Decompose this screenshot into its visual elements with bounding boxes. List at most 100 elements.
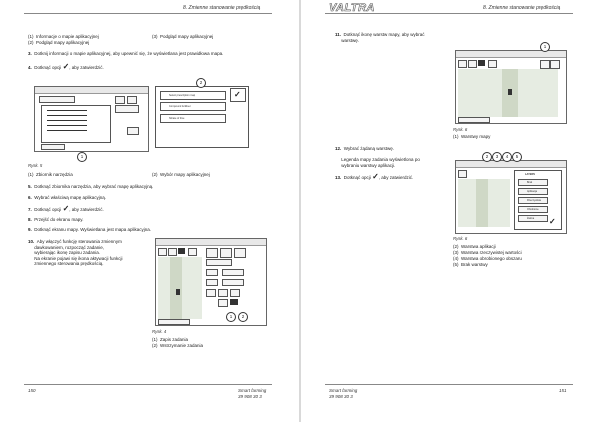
layer-option[interactable]: Obrobione xyxy=(518,206,548,213)
layer-label: Obrobione xyxy=(527,208,539,211)
footer-title: Smart farming xyxy=(329,388,358,393)
counter-button[interactable] xyxy=(468,60,477,68)
step-4: 4. Dotknąć opcji ✓, aby zatwierdzić. xyxy=(28,62,104,71)
confirm-button[interactable]: ✓ xyxy=(230,88,246,102)
sum-button[interactable] xyxy=(158,248,167,256)
footer-code: 39 908 30 3 xyxy=(329,394,353,399)
tool-button[interactable] xyxy=(206,289,216,297)
legend-item: (2) Wstrzymanie zadania xyxy=(152,343,204,348)
counter-button[interactable] xyxy=(168,248,177,256)
layers-panel: LAYERS Brak Aplikacja Rzeczywista Obrobi… xyxy=(514,170,562,230)
map-screen xyxy=(455,50,567,124)
legend-item: (2) Wybór mapy aplikacyjnej xyxy=(152,172,210,177)
figure-caption: Rysk. 4 xyxy=(152,329,167,334)
cancel-button[interactable] xyxy=(127,127,139,135)
layer-label: Rzeczywista xyxy=(527,199,541,202)
list-line xyxy=(47,110,87,111)
callout-5: 5 xyxy=(512,152,522,162)
legend-item: (1) Warstwy mapy xyxy=(453,134,491,139)
map-button[interactable] xyxy=(220,248,232,258)
rate-value[interactable] xyxy=(222,279,244,286)
checkmark-icon: ✓ xyxy=(234,90,241,99)
layers-button[interactable] xyxy=(540,60,550,69)
left-page: 8. Zmienne stanowanie prędkością (1) Inf… xyxy=(0,0,299,422)
step-10: 10. Aby włączyć funkcję sterowania zmien… xyxy=(28,239,123,267)
legend-item: (2) Warstwa aplikacji xyxy=(453,244,496,249)
header-rule xyxy=(24,13,272,14)
layer-label: Aplikacja xyxy=(527,190,538,193)
legend-item: (1) Zbiornik narzędzia xyxy=(28,172,73,177)
tractor-marker xyxy=(508,89,512,95)
step-6: 6. Wybrać właściwą mapę aplikacyjną. xyxy=(28,195,107,200)
gps-button[interactable] xyxy=(206,248,218,258)
checkmark-icon: ✓ xyxy=(62,204,70,213)
list-line xyxy=(47,130,87,131)
option-label: Compound fertiliser xyxy=(169,105,191,108)
record-task-button[interactable] xyxy=(218,299,228,307)
map-strip xyxy=(170,257,182,319)
step-12: 12. Wybrać żądaną warstwę. Legenda mapy … xyxy=(335,146,420,168)
layer-option[interactable]: Brak xyxy=(518,179,548,186)
play-button[interactable] xyxy=(178,248,185,254)
panel-title-row[interactable]: Select prescription map xyxy=(160,91,226,100)
map-button[interactable] xyxy=(115,96,125,104)
screen-titlebar xyxy=(35,87,148,94)
map-strip xyxy=(476,179,488,227)
layer-option[interactable]: Żadna xyxy=(518,215,548,222)
play-button[interactable] xyxy=(478,60,485,66)
footer-rule xyxy=(24,384,272,385)
tool-button[interactable] xyxy=(230,289,240,297)
footer-rule xyxy=(325,384,573,385)
map-list xyxy=(41,105,111,143)
map-button[interactable] xyxy=(115,105,139,113)
sum-button[interactable] xyxy=(458,60,467,68)
rate-button[interactable] xyxy=(206,279,218,286)
tractor-marker xyxy=(176,289,180,295)
legend-item: (1) Zapis zadania xyxy=(152,337,189,342)
task-name-field[interactable] xyxy=(158,319,190,325)
map-button[interactable] xyxy=(550,60,560,69)
list-line xyxy=(47,120,87,121)
task-name-field[interactable] xyxy=(458,117,490,123)
callout-2: 2 xyxy=(238,312,248,322)
callout-1: 1 xyxy=(226,312,236,322)
step-13: 13. Dotknąć opcji ✓, aby zatwierdzić. xyxy=(335,172,414,181)
screen-titlebar xyxy=(456,51,566,58)
layer-option[interactable]: Compound fertiliser xyxy=(160,102,226,111)
page-gutter xyxy=(299,0,301,422)
legend-item: (3) Warstwa rzeczywistej wartości xyxy=(453,250,522,255)
step-9: 9. Dotknąć ekranu mapy. Wyświetlana jest… xyxy=(28,227,151,232)
rate-field[interactable] xyxy=(206,259,232,266)
tank-selector[interactable] xyxy=(39,96,75,103)
step-3: 3. Dotknij informacji o mapie aplikacyjn… xyxy=(28,51,224,56)
layer-option[interactable]: Nitrate of lime xyxy=(160,114,226,123)
checkmark-icon: ✓ xyxy=(62,62,70,71)
layer-option[interactable]: Aplikacja xyxy=(518,188,548,195)
checkmark-icon: ✓ xyxy=(372,172,379,181)
rate-value[interactable] xyxy=(222,269,244,276)
list-line xyxy=(47,115,87,116)
rate-button[interactable] xyxy=(206,269,218,276)
tank-field[interactable] xyxy=(41,144,65,150)
map-screen xyxy=(155,238,267,326)
settings-button[interactable] xyxy=(234,248,246,258)
tool-button[interactable] xyxy=(218,289,228,297)
control-button[interactable] xyxy=(488,60,497,68)
legend-item: (4) Warstwa obrobionego obszaru xyxy=(453,256,522,261)
pause-task-button[interactable] xyxy=(230,299,238,305)
right-page: VALTRA 8. Zmienne stanowanie prędkością … xyxy=(301,0,600,422)
layer-label: Brak xyxy=(527,181,533,184)
footer-code: 39 908 30 3 xyxy=(238,394,262,399)
page-number: 150 xyxy=(28,388,36,393)
layers-title: LAYERS xyxy=(525,173,535,176)
map-button[interactable] xyxy=(127,96,137,104)
prescription-panel: Select prescription map Compound fertili… xyxy=(155,86,249,148)
control-button[interactable] xyxy=(188,248,197,256)
checkmark-icon[interactable]: ✓ xyxy=(549,217,556,226)
callout-3: 3 xyxy=(492,152,502,162)
legend-item: (1) Informacje o mapie aplikacyjnej xyxy=(28,34,99,39)
sum-button[interactable] xyxy=(458,170,467,178)
layer-option[interactable]: Rzeczywista xyxy=(518,197,548,204)
layer-label: Żadna xyxy=(527,217,535,220)
legend-item: (5) Brak warstwy xyxy=(453,262,488,267)
